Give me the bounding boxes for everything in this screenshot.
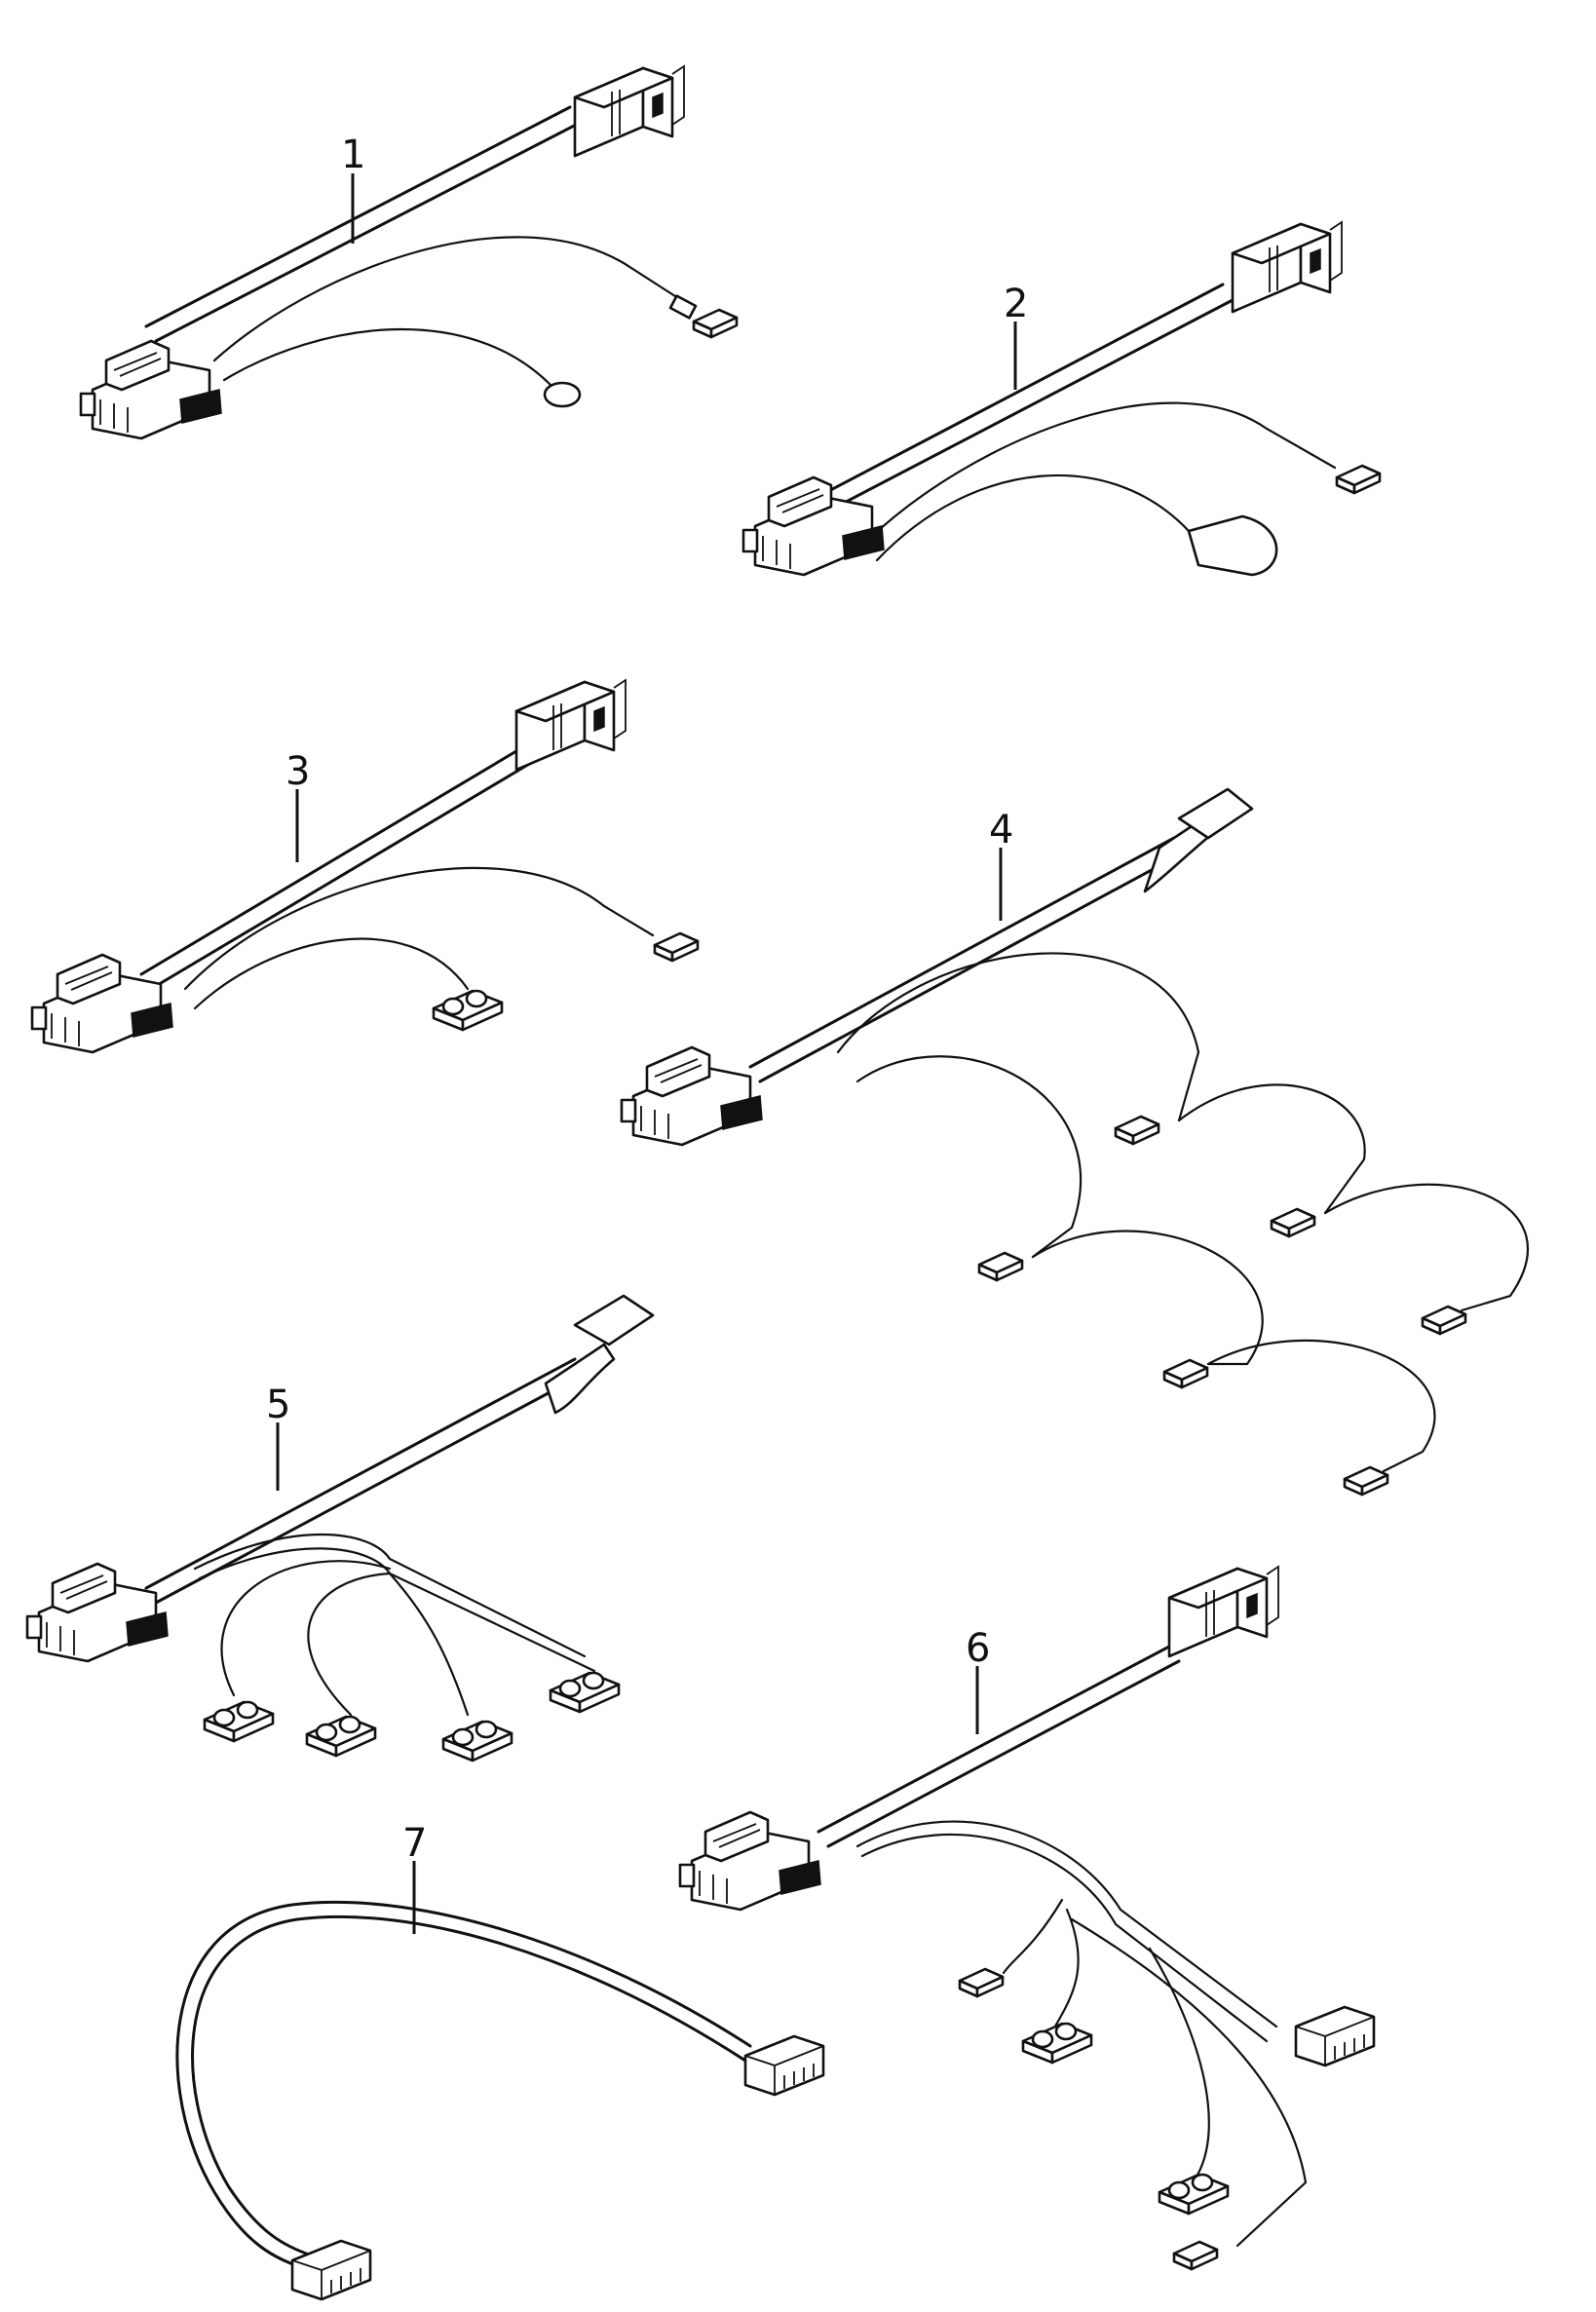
callout-leaders [276, 173, 1017, 1934]
harness-assembly-7 [175, 1900, 825, 2301]
harness-assembly-6 [678, 1565, 1376, 2271]
callout-number-5: 5 [266, 1383, 290, 1427]
callout-number-3: 3 [285, 749, 310, 794]
callout-number-7: 7 [402, 1821, 427, 1866]
callout-number-6: 6 [966, 1626, 990, 1671]
callout-number-1: 1 [341, 133, 365, 177]
harness-assembly-5 [25, 1294, 655, 1762]
harness-assembly-2 [741, 220, 1382, 577]
callout-number-4: 4 [989, 808, 1013, 853]
harness-assembly-1 [79, 64, 739, 440]
harness-assembly-4 [620, 787, 1529, 1497]
callout-labels: 1 2 3 4 5 6 7 [266, 133, 1028, 1866]
callout-number-2: 2 [1004, 282, 1028, 326]
harness-assembly-3 [30, 678, 700, 1054]
